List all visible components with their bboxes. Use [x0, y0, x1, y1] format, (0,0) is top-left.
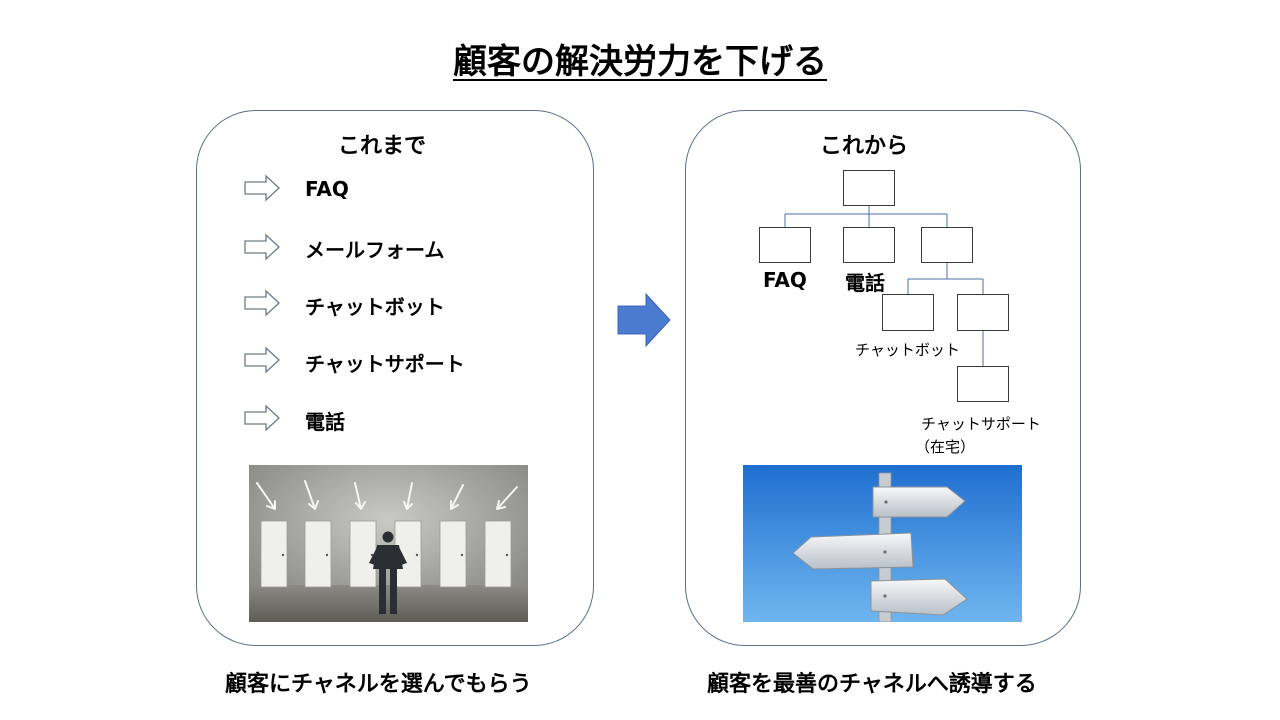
current-channels-heading: これまで	[338, 134, 427, 159]
hollow-right-arrow-icon	[244, 346, 280, 374]
list-item-chatbot: チャットボット	[305, 295, 445, 319]
future-channels-caption: 顧客を最善のチャネルへ誘導する	[707, 672, 1037, 697]
hollow-right-arrow-icon	[244, 233, 280, 261]
right-arrow-icon	[617, 292, 671, 348]
future-channels-panel	[685, 110, 1081, 646]
tree-node-chatbot	[882, 294, 934, 331]
list-item-chat-support: チャットサポート	[305, 352, 465, 376]
list-item-mail-form: メールフォーム	[305, 238, 445, 262]
current-channels-caption: 顧客にチャネルを選んでもらう	[225, 672, 532, 697]
list-item-faq: FAQ	[305, 177, 349, 201]
tree-node-root	[843, 170, 895, 206]
tree-node-chat-support	[957, 366, 1009, 402]
signpost-image	[743, 465, 1022, 622]
tree-label-faq: FAQ	[763, 268, 807, 292]
page-title: 顧客の解決労力を下げる	[0, 34, 1280, 83]
tree-node-chat	[921, 227, 973, 263]
tree-node-faq	[759, 227, 811, 263]
tree-label-chat-support-note: （在宅）	[915, 438, 976, 456]
list-item-phone: 電話	[305, 410, 345, 434]
hollow-right-arrow-icon	[244, 404, 280, 432]
doors-choice-image	[249, 465, 528, 622]
hollow-right-arrow-icon	[244, 289, 280, 317]
current-channels-panel	[196, 110, 594, 646]
tree-node-phone	[843, 227, 895, 263]
tree-label-phone: 電話	[845, 271, 885, 295]
future-channels-heading: これから	[820, 134, 909, 159]
hollow-right-arrow-icon	[244, 174, 280, 202]
tree-label-chat-support: チャットサポート	[921, 415, 1041, 433]
tree-label-chatbot: チャットボット	[855, 341, 960, 359]
tree-node-chat-support-parent	[957, 294, 1009, 331]
page-title-text: 顧客の解決労力を下げる	[453, 42, 827, 82]
